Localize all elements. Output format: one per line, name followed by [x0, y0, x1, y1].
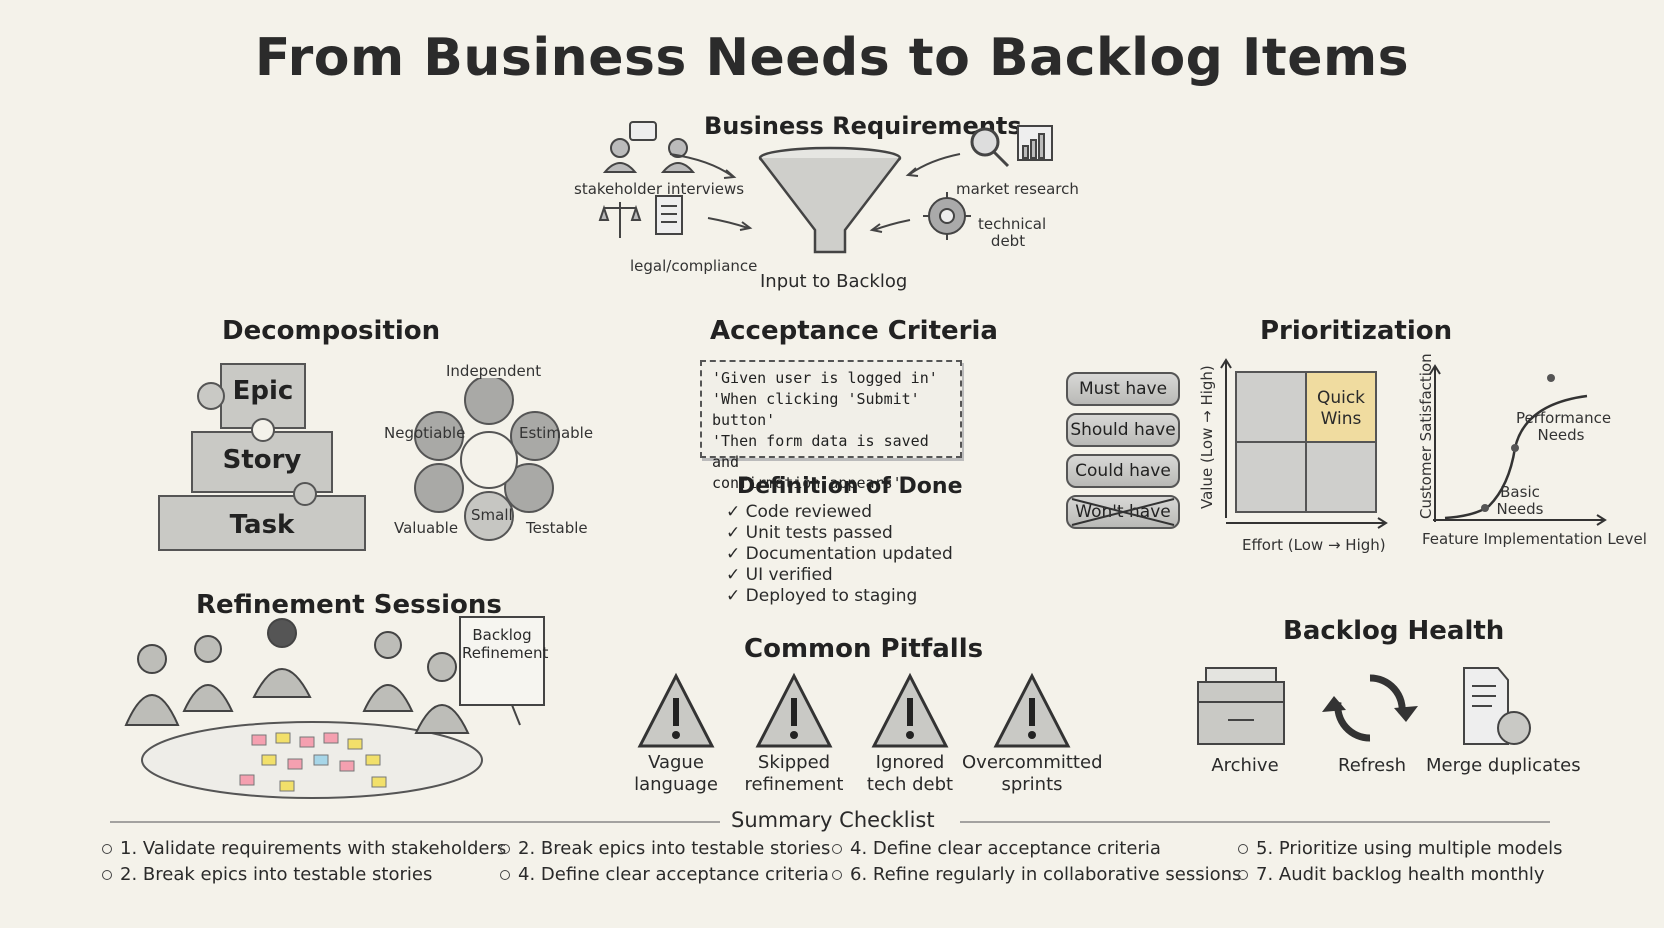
bullet-icon — [832, 844, 842, 854]
invest-estimable: Estimable — [519, 424, 594, 442]
story-block — [191, 431, 333, 493]
checklist-divider — [110, 821, 1550, 823]
bullet-icon — [102, 870, 112, 880]
health-merge: Merge duplicates — [1426, 755, 1581, 776]
task-block — [158, 495, 366, 551]
kano-x-label: Feature Implementation Level — [1422, 530, 1647, 548]
refresh-icon — [1334, 674, 1406, 742]
kano-chart — [1429, 364, 1607, 526]
source-tech-label: technical debt — [978, 215, 1047, 250]
checklist-heading: Summary Checklist — [731, 808, 935, 832]
checklist-item: 2. Break epics into testable stories — [500, 838, 830, 859]
matrix-y-label: Value (Low → High) — [1198, 365, 1216, 509]
bullet-icon — [500, 844, 510, 854]
invest-testable: Testable — [526, 519, 588, 537]
invest-independent: Independent — [446, 362, 542, 380]
kano-basic-label: Basic Needs — [1496, 483, 1544, 518]
meeting-illustration — [124, 616, 545, 799]
dod-item: ✓ Code reviewed — [726, 502, 873, 522]
level-story: Story — [222, 445, 302, 475]
funnel-diagram — [598, 121, 1053, 254]
refinement-heading: Refinement Sessions — [196, 590, 502, 620]
document-icon — [655, 195, 683, 235]
ac-line-3: 'Then form data is saved and — [712, 432, 929, 471]
bullet-icon — [500, 870, 510, 880]
dod-item: ✓ Documentation updated — [726, 544, 953, 564]
moscow-should: Should have — [1066, 413, 1180, 447]
value-effort-matrix — [1220, 358, 1388, 529]
invest-small: Small — [471, 506, 513, 524]
dod-item: ✓ Unit tests passed — [726, 523, 893, 543]
funnel-output-label: Input to Backlog — [760, 271, 908, 292]
invest-valuable: Valuable — [394, 519, 459, 537]
check-icon: ✓ — [726, 586, 746, 606]
health-icons — [1197, 667, 1531, 745]
dod-list: ✓ Code reviewed ✓ Unit tests passed ✓ Do… — [726, 502, 953, 607]
level-epic: Epic — [232, 376, 294, 406]
refinement-board-label: Backlog Refinement — [462, 626, 549, 662]
dod-item: ✓ UI verified — [726, 565, 833, 585]
check-icon: ✓ — [726, 565, 746, 585]
check-icon: ✓ — [726, 544, 746, 564]
moscow-must: Must have — [1066, 372, 1180, 406]
check-icon: ✓ — [726, 523, 746, 543]
invest-puzzle-ring — [414, 378, 560, 541]
scales-icon — [598, 202, 642, 238]
stakeholder-icon — [602, 121, 696, 173]
checklist-item: 5. Prioritize using multiple models — [1238, 838, 1563, 859]
puzzle-stack — [158, 363, 366, 551]
matrix-x-label: Effort (Low → High) — [1242, 536, 1386, 554]
funnel-icon — [758, 146, 902, 254]
bullet-icon — [102, 844, 112, 854]
quick-wins-label: Quick Wins — [1316, 388, 1366, 429]
bar-chart-icon — [1017, 125, 1053, 161]
health-heading: Backlog Health — [1283, 616, 1505, 646]
ac-line-4: confirmation appears' — [712, 474, 902, 492]
epic-block — [220, 363, 306, 429]
page-title: From Business Needs to Backlog Items — [254, 28, 1410, 88]
ac-line-1: 'Given user is logged in' — [712, 369, 938, 387]
invest-negotiable: Negotiable — [384, 424, 466, 442]
gear-icon — [923, 192, 971, 240]
source-legal-label: legal/compliance — [630, 257, 758, 275]
checklist-item: 4. Define clear acceptance criteria — [500, 864, 829, 885]
acceptance-criteria-box: 'Given user is logged in' 'When clicking… — [700, 360, 962, 492]
checklist-item: 4. Define clear acceptance criteria — [832, 838, 1161, 859]
kano-y-label: Customer Satisfaction — [1417, 353, 1435, 519]
dod-item: ✓ Deployed to staging — [726, 586, 918, 606]
decomposition-heading: Decomposition — [222, 316, 441, 346]
kano-performance-label: Performance Needs — [1516, 409, 1612, 444]
bullet-icon — [832, 870, 842, 880]
source-market-label: market research — [956, 180, 1079, 198]
checklist-item: 6. Refine regularly in collaborative ses… — [832, 864, 1241, 885]
check-icon: ✓ — [726, 502, 746, 522]
moscow-could: Could have — [1066, 454, 1180, 488]
dod-heading: Definition of Done — [737, 474, 963, 499]
arrow-icons — [669, 153, 961, 233]
health-archive: Archive — [1211, 755, 1279, 776]
cross-out-icon — [1071, 498, 1175, 526]
merge-document-icon — [1463, 667, 1531, 745]
bullet-icon — [1238, 844, 1248, 854]
prioritization-heading: Prioritization — [1260, 316, 1453, 346]
source-stakeholder-label: stakeholder interviews — [574, 180, 745, 198]
checklist-item: 1. Validate requirements with stakeholde… — [102, 838, 506, 859]
health-refresh: Refresh — [1338, 755, 1406, 776]
magnifier-icon — [970, 127, 1010, 168]
archive-icon — [1197, 667, 1285, 745]
checklist-item: 2. Break epics into testable stories — [102, 864, 432, 885]
ac-line-2: 'When clicking 'Submit' button' — [712, 390, 920, 429]
warning-icons — [637, 672, 1071, 748]
pitfalls-heading: Common Pitfalls — [744, 634, 984, 664]
checklist-item: 7. Audit backlog health monthly — [1238, 864, 1545, 885]
business-requirements-heading: Business Requirements — [704, 112, 1022, 140]
level-task: Task — [229, 510, 295, 540]
bullet-icon — [1238, 870, 1248, 880]
acceptance-heading: Acceptance Criteria — [710, 316, 998, 346]
